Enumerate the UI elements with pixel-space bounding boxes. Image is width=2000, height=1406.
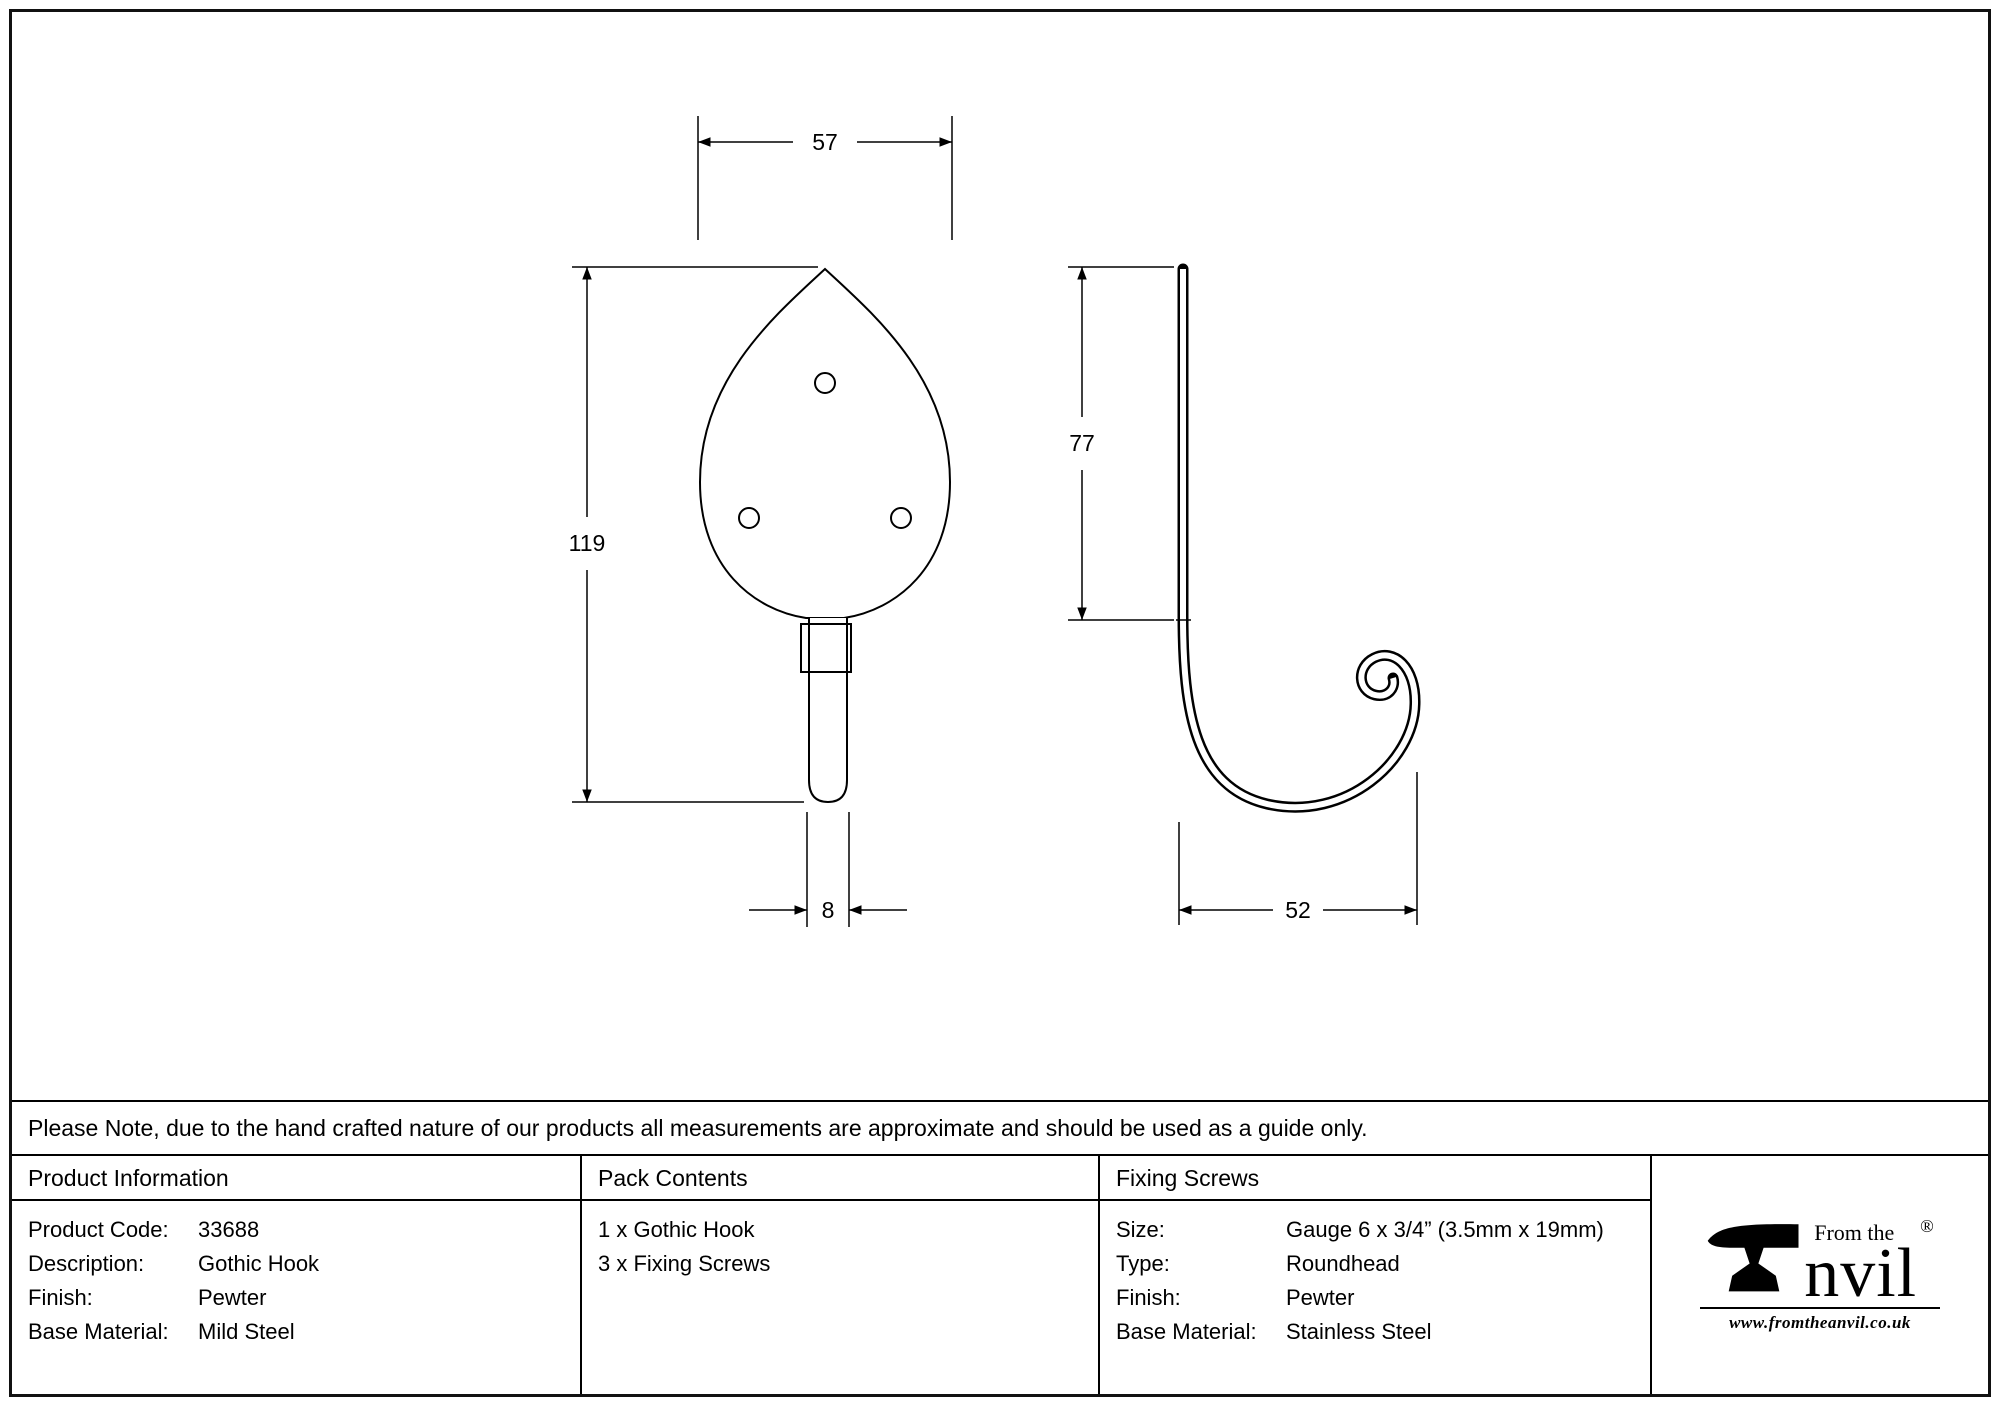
technical-drawing-area: 57 119 8 77 52 [12, 12, 1988, 1100]
brand-logo-row: From the nvil ® [1700, 1215, 1940, 1312]
product-information-cell: Product Code: 33688 Description: Gothic … [12, 1201, 580, 1394]
dimension-lines [572, 116, 1418, 927]
description-value: Gothic Hook [198, 1251, 320, 1276]
finish-value: Pewter [198, 1285, 267, 1310]
dim-stem-width: 8 [822, 897, 835, 923]
brand-logo-cell: From the nvil ® www.fromtheanvil.co.uk [1650, 1156, 1988, 1394]
screw-size-label: Size: [1116, 1217, 1165, 1242]
stem-outline [808, 618, 848, 804]
description-row: Description: Gothic Hook [28, 1247, 564, 1281]
header-pack-contents: Pack Contents [580, 1156, 1098, 1201]
screw-material-row: Base Material: Stainless Steel [1116, 1315, 1634, 1349]
side-view-drawing [1176, 263, 1421, 813]
logo-url: www.fromtheanvil.co.uk [1700, 1306, 1940, 1333]
dim-side-height: 77 [1069, 430, 1095, 456]
dim-front-width: 57 [812, 129, 838, 155]
screw-hole-left [738, 507, 760, 529]
brand-logo: From the nvil ® www.fromtheanvil.co.uk [1700, 1215, 1940, 1333]
front-view-drawing [698, 267, 952, 804]
base-material-row: Base Material: Mild Steel [28, 1315, 564, 1349]
screw-size-row: Size: Gauge 6 x 3/4” (3.5mm x 19mm) [1116, 1213, 1634, 1247]
logo-prefix: From the [1814, 1219, 1895, 1245]
finish-row: Finish: Pewter [28, 1281, 564, 1315]
brand-logo-text: From the nvil [1804, 1219, 1918, 1312]
technical-drawing: 57 119 8 77 52 [569, 116, 1421, 927]
finish-label: Finish: [28, 1285, 93, 1310]
logo-name: nvil [1804, 1234, 1918, 1312]
product-code-value: 33688 [198, 1217, 260, 1242]
hook-profile-outer [1177, 263, 1421, 813]
header-product-information: Product Information [12, 1156, 580, 1201]
screw-finish-row: Finish: Pewter [1116, 1281, 1634, 1315]
screw-type-row: Type: Roundhead [1116, 1247, 1634, 1281]
hook-collar [800, 623, 852, 673]
screw-material-label: Base Material: [1116, 1319, 1257, 1344]
screw-type-value: Roundhead [1286, 1251, 1400, 1276]
anvil-icon [1707, 1223, 1799, 1291]
screw-size-value: Gauge 6 x 3/4” (3.5mm x 19mm) [1286, 1217, 1604, 1242]
measurement-note: Please Note, due to the hand crafted nat… [12, 1100, 1988, 1154]
info-table: Product Information Pack Contents Fixing… [12, 1154, 1988, 1394]
dim-hook-depth: 52 [1285, 897, 1311, 923]
dim-front-height: 119 [569, 530, 606, 556]
screw-type-label: Type: [1116, 1251, 1170, 1276]
base-material-label: Base Material: [28, 1319, 169, 1344]
base-material-value: Mild Steel [198, 1319, 295, 1344]
hook-profile-inner [1180, 269, 1419, 811]
fixing-screws-cell: Size: Gauge 6 x 3/4” (3.5mm x 19mm) Type… [1098, 1201, 1650, 1394]
description-label: Description: [28, 1251, 145, 1276]
header-fixing-screws: Fixing Screws [1098, 1156, 1650, 1201]
registered-mark: ® [1920, 1215, 1934, 1236]
screw-finish-value: Pewter [1286, 1285, 1355, 1310]
dimension-labels: 57 119 8 77 52 [569, 129, 1311, 923]
pack-item: 3 x Fixing Screws [598, 1251, 771, 1276]
screw-hole-top [814, 372, 836, 394]
product-code-row: Product Code: 33688 [28, 1213, 564, 1247]
pack-item: 1 x Gothic Hook [598, 1217, 755, 1242]
pack-contents-cell: 1 x Gothic Hook 3 x Fixing Screws [580, 1201, 1098, 1394]
screw-material-value: Stainless Steel [1286, 1319, 1432, 1344]
spec-sheet: 57 119 8 77 52 Please Note, due to the h… [9, 9, 1991, 1397]
leaf-plate-outline [698, 267, 952, 619]
screw-finish-label: Finish: [1116, 1285, 1181, 1310]
screw-hole-right [890, 507, 912, 529]
product-code-label: Product Code: [28, 1217, 169, 1242]
